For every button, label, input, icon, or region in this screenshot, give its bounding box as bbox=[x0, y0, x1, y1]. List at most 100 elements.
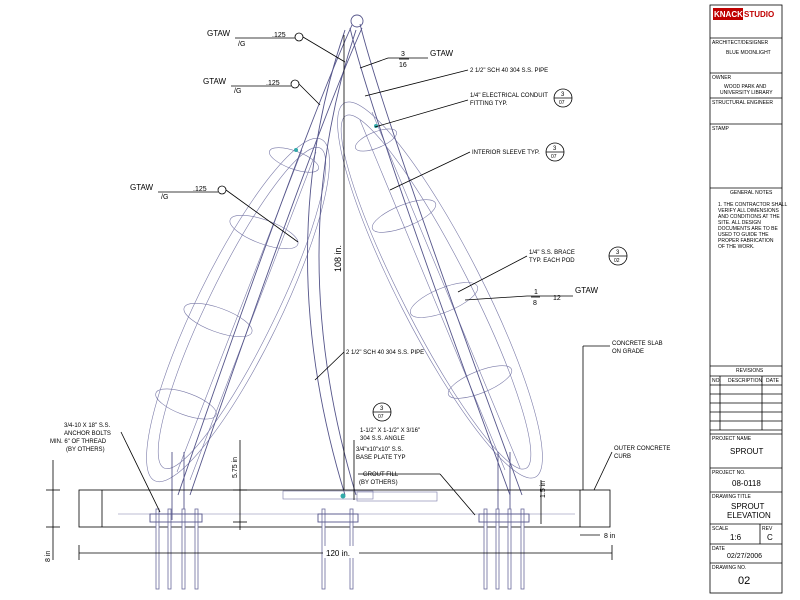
svg-text:REV: REV bbox=[762, 526, 773, 532]
svg-text:304 S.S. ANGLE: 304 S.S. ANGLE bbox=[360, 436, 405, 442]
architect-heading: ARCHITECT/DESIGNER bbox=[712, 40, 769, 46]
svg-text:DESCRIPTION: DESCRIPTION bbox=[728, 378, 763, 384]
project-name: SPROUT bbox=[730, 447, 763, 456]
revisions-grid bbox=[710, 376, 782, 431]
callout-pipe-top: 2 1/2" SCH 40 304 S.S. PIPE bbox=[364, 68, 548, 97]
svg-text:ANCHOR BOLTS: ANCHOR BOLTS bbox=[64, 431, 111, 437]
callout-grout: GROUT FILL (BY OTHERS) bbox=[358, 472, 476, 516]
svg-text:3: 3 bbox=[380, 406, 384, 412]
architect-name: BLUE MOONLIGHT bbox=[726, 50, 771, 56]
svg-text:3: 3 bbox=[553, 146, 557, 152]
note-line: OF THE WORK. bbox=[718, 244, 755, 250]
callout-angle: 3 07 1-1/2" X 1-1/2" X 3/16" 304 S.S. AN… bbox=[353, 402, 420, 500]
height-dimension: 108 in. bbox=[333, 245, 343, 272]
logo: KNACK STUDIO bbox=[713, 8, 774, 20]
svg-text:/G: /G bbox=[238, 41, 245, 48]
note-line: USED TO GUIDE THE bbox=[718, 232, 769, 238]
sculpture-structure bbox=[146, 14, 543, 520]
svg-text:WOOD PARK AND: WOOD PARK AND bbox=[724, 84, 767, 90]
callout-anchor-bolts: 3/4-10 X 18" S.S. ANCHOR BOLTS MIN. 6" O… bbox=[50, 423, 161, 513]
svg-text:GTAW: GTAW bbox=[203, 77, 227, 86]
note-line: AND CONDITIONS AT THE bbox=[718, 214, 780, 220]
svg-text:STRUCTURAL ENGINEER: STRUCTURAL ENGINEER bbox=[712, 100, 773, 106]
svg-text:DATE: DATE bbox=[712, 546, 726, 552]
rev-value: C bbox=[767, 533, 773, 542]
left-pod bbox=[146, 137, 330, 483]
callout-brace: 1/4" S.S. BRACE TYP. EACH POD 3 02 bbox=[457, 246, 628, 293]
svg-text:GENERAL NOTES: GENERAL NOTES bbox=[730, 190, 773, 196]
svg-text:1/4" ELECTRICAL CONDUIT: 1/4" ELECTRICAL CONDUIT bbox=[470, 93, 548, 99]
svg-text:OWNER: OWNER bbox=[712, 75, 732, 81]
drawing-title-1: SPROUT bbox=[731, 502, 764, 511]
main-pipes bbox=[177, 14, 523, 499]
svg-text:GTAW: GTAW bbox=[430, 49, 454, 58]
weld-symbol-2: GTAW /G .125 bbox=[203, 77, 321, 106]
svg-text:3: 3 bbox=[616, 250, 620, 256]
svg-text:3: 3 bbox=[561, 92, 565, 98]
width-dimension: 120 in. bbox=[326, 549, 350, 558]
weld-symbol-4: GTAW 3 16 bbox=[359, 49, 454, 69]
svg-text:/G: /G bbox=[234, 88, 241, 95]
svg-text:07: 07 bbox=[551, 154, 557, 160]
note-line: 1. THE CONTRACTOR SHALL bbox=[718, 202, 787, 208]
svg-text:CONCRETE SLAB: CONCRETE SLAB bbox=[612, 341, 663, 347]
dimension-lines: 108 in. 120 in. 5.75 in 1.5 in 8 in 8 in bbox=[45, 35, 615, 562]
svg-text:2 1/2" SCH 40 304 S.S. PIPE: 2 1/2" SCH 40 304 S.S. PIPE bbox=[346, 350, 424, 356]
svg-text:.125: .125 bbox=[272, 32, 286, 39]
svg-text:CURB: CURB bbox=[614, 454, 631, 460]
svg-text:/G: /G bbox=[161, 194, 168, 201]
svg-text:INTERIOR SLEEVE TYP.: INTERIOR SLEEVE TYP. bbox=[472, 150, 540, 156]
svg-text:NO.: NO. bbox=[712, 378, 721, 384]
note-line: PROPER FABRICATION bbox=[718, 238, 774, 244]
svg-text:STUDIO: STUDIO bbox=[744, 10, 774, 19]
svg-text:PROJECT NO.: PROJECT NO. bbox=[712, 470, 746, 476]
base-left-dimension: 5.75 in bbox=[232, 457, 239, 478]
callout-slab: CONCRETE SLAB ON GRADE bbox=[582, 341, 663, 490]
note-line: DOCUMENTS ARE TO BE bbox=[718, 226, 778, 232]
svg-text:.125: .125 bbox=[266, 80, 280, 87]
svg-text:GTAW: GTAW bbox=[130, 183, 154, 192]
svg-text:3/4-10 X 18" S.S.: 3/4-10 X 18" S.S. bbox=[64, 423, 110, 429]
weld-symbol-5: GTAW 1 8 12 bbox=[464, 286, 599, 307]
svg-text:(BY OTHERS): (BY OTHERS) bbox=[66, 447, 105, 453]
callout-sleeve: INTERIOR SLEEVE TYP. 3 07 bbox=[389, 142, 565, 191]
svg-text:GTAW: GTAW bbox=[207, 29, 231, 38]
plate-dimension: 1.5 in bbox=[540, 481, 547, 498]
weld-symbol-1: GTAW /G .125 bbox=[207, 29, 346, 63]
note-line: SITE. ALL DESIGN bbox=[718, 220, 761, 226]
svg-text:OUTER CONCRETE: OUTER CONCRETE bbox=[614, 446, 670, 452]
svg-text:DRAWING NO.: DRAWING NO. bbox=[712, 565, 746, 571]
svg-text:.125: .125 bbox=[193, 186, 207, 193]
svg-text:07: 07 bbox=[378, 414, 384, 420]
title-block: KNACK STUDIO ARCHITECT/DESIGNER BLUE MOO… bbox=[709, 4, 787, 594]
callout-pipe-mid: 2 1/2" SCH 40 304 S.S. PIPE bbox=[314, 350, 424, 381]
slab-depth-dimension: 8 in bbox=[45, 551, 52, 562]
note-line: VERIFY ALL DIMENSIONS bbox=[718, 208, 780, 214]
svg-text:DRAWING TITLE: DRAWING TITLE bbox=[712, 494, 752, 500]
slab-right-dimension: 8 in bbox=[604, 533, 615, 540]
svg-text:SCALE: SCALE bbox=[712, 526, 729, 532]
svg-text:(BY OTHERS): (BY OTHERS) bbox=[359, 480, 398, 486]
svg-text:02: 02 bbox=[614, 258, 620, 264]
svg-text:3/4"x10"x10" S.S.: 3/4"x10"x10" S.S. bbox=[356, 447, 403, 453]
svg-text:ON GRADE: ON GRADE bbox=[612, 349, 644, 355]
drawing-date: 02/27/2006 bbox=[727, 553, 762, 560]
svg-text:3: 3 bbox=[401, 51, 405, 58]
svg-text:REVISIONS: REVISIONS bbox=[736, 368, 764, 374]
svg-text:16: 16 bbox=[399, 62, 407, 69]
svg-text:2 1/2" SCH 40 304 S.S. PIPE: 2 1/2" SCH 40 304 S.S. PIPE bbox=[470, 68, 548, 74]
scale-value: 1:6 bbox=[730, 533, 742, 542]
callout-curb: OUTER CONCRETE CURB bbox=[593, 446, 670, 491]
svg-text:STAMP: STAMP bbox=[712, 126, 730, 132]
svg-text:1: 1 bbox=[534, 289, 538, 296]
drawing-title-2: ELEVATION bbox=[727, 511, 771, 520]
svg-text:FITTING TYP.: FITTING TYP. bbox=[470, 101, 508, 107]
svg-text:12: 12 bbox=[553, 295, 561, 302]
anchor-columns bbox=[171, 452, 511, 520]
svg-text:GTAW: GTAW bbox=[575, 286, 599, 295]
svg-text:1-1/2" X 1-1/2" X 3/16": 1-1/2" X 1-1/2" X 3/16" bbox=[360, 428, 420, 434]
callout-conduit: 1/4" ELECTRICAL CONDUIT FITTING TYP. 3 0… bbox=[374, 88, 573, 128]
drawing-number: 02 bbox=[738, 575, 750, 587]
right-pod bbox=[337, 101, 543, 479]
svg-text:UNIVERSITY LIBRARY: UNIVERSITY LIBRARY bbox=[720, 90, 773, 96]
